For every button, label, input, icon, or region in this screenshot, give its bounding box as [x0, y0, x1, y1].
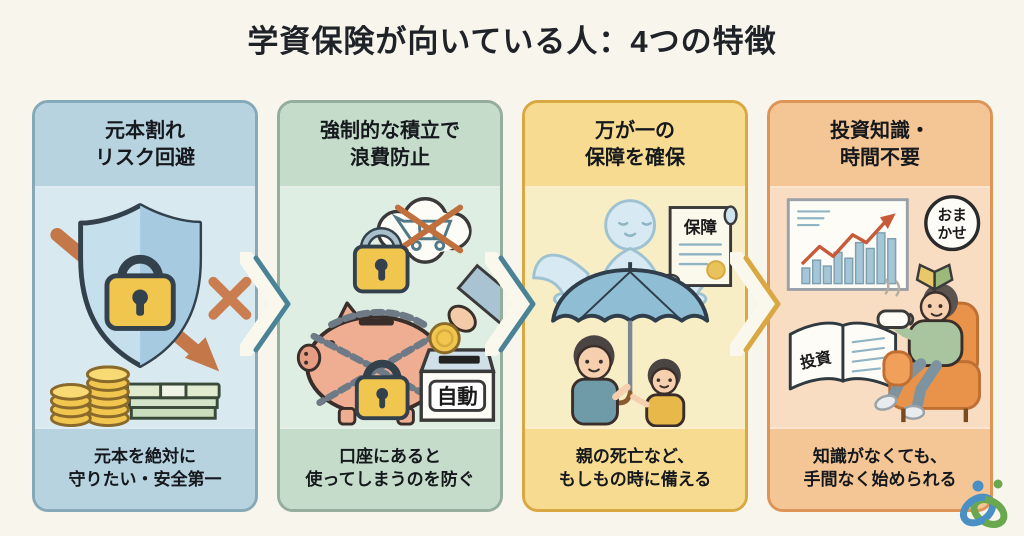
chevron-right-icon — [238, 250, 296, 358]
footer-line: 元本を絶対に — [94, 447, 196, 467]
card-forced-savings-header: 強制的な積立で 浪費防止 — [280, 103, 500, 188]
angel-umbrella-illustration: 保障 — [532, 199, 738, 427]
piggy-bank-illustration: 自動 — [296, 197, 500, 426]
chair-legs — [901, 408, 969, 423]
armchair-armrest — [882, 350, 913, 387]
relaxed-investor-illustration: おま かせ 投資 — [786, 195, 981, 423]
protection-scroll-icon: 保障 — [660, 205, 738, 288]
arrowhead-down — [184, 337, 220, 372]
omakase-badge: おま かせ — [924, 195, 981, 252]
shield-lock-illustration — [49, 203, 252, 427]
boy-figure — [571, 335, 631, 426]
card-no-knowledge-needed: 投資知識・ 時間不要 — [767, 100, 993, 512]
badge-line: かせ — [938, 225, 967, 242]
interlocking-rings-logo-icon — [956, 476, 1012, 534]
header-line: 強制的な積立で — [320, 120, 460, 143]
card-forced-savings-footer: 口座にあると 使ってしまうのを防ぐ — [280, 427, 500, 509]
header-line: 保障を確保 — [585, 146, 685, 169]
chart-board-icon — [786, 198, 909, 291]
padlock-icon — [104, 254, 176, 331]
x-mark-icon — [208, 276, 252, 320]
card-principal-risk-footer: 元本を絶対に 守りたい・安全第一 — [35, 427, 255, 509]
footer-line: 使ってしまうのを防ぐ — [305, 470, 475, 489]
card-no-knowledge-footer: 知識がなくても、 手間なく始められる — [770, 427, 990, 509]
auto-label: 自動 — [437, 385, 478, 409]
header-line: 万が一の — [595, 120, 675, 143]
footer-line: 親の死亡など、 — [575, 447, 695, 467]
angel-face — [618, 221, 652, 238]
header-line: リスク回避 — [95, 146, 195, 169]
girl-figure — [630, 358, 686, 427]
coffee-cup-icon — [876, 278, 915, 329]
book-on-head-right — [933, 263, 954, 292]
footer-line: 守りたい・安全第一 — [68, 470, 222, 489]
coin-stack-icon — [49, 365, 130, 427]
page-title: 学資保険が向いている人：4つの特徴 — [247, 24, 777, 59]
card-principal-risk-header: 元本割れ リスク回避 — [35, 103, 255, 188]
face — [919, 291, 952, 323]
footer-line: 手間なく始められる — [803, 470, 957, 489]
header-line: 元本割れ — [105, 120, 185, 143]
card-principal-risk: 元本割れ リスク回避 — [32, 100, 258, 512]
chevron-right-icon — [728, 250, 786, 358]
card-forced-savings: 強制的な積立で 浪費防止 — [277, 100, 503, 512]
header-line: 浪費防止 — [350, 146, 430, 169]
shoe — [874, 394, 898, 411]
hand-coin-icon — [428, 263, 500, 355]
footer-line: 口座にあると — [339, 447, 441, 467]
card-no-knowledge-header: 投資知識・ 時間不要 — [770, 103, 990, 188]
sweater — [907, 319, 964, 368]
armchair-person — [874, 263, 981, 423]
chevron-right-icon — [483, 250, 541, 358]
steam — [884, 278, 901, 297]
card-protection: 万が一の 保障を確保 保障 — [522, 100, 748, 512]
card-protection-header: 万が一の 保障を確保 — [525, 103, 745, 188]
card-no-knowledge-body: おま かせ 投資 — [770, 188, 990, 427]
book-on-head-left — [915, 263, 936, 292]
card-protection-footer: 親の死亡など、 もしもの時に備える — [525, 427, 745, 509]
investment-book-icon: 投資 — [788, 321, 898, 391]
money-bills-icon — [125, 382, 221, 420]
card-forced-savings-body: 自動 — [280, 188, 500, 427]
shoe — [901, 404, 926, 420]
header-line: 時間不要 — [840, 146, 920, 169]
card-principal-risk-body — [35, 188, 255, 427]
badge-line: おま — [938, 207, 967, 224]
chain-padlock-icon — [354, 359, 410, 421]
deposit-box-icon: 自動 — [418, 348, 496, 422]
footer-line: 知識がなくても、 — [812, 447, 948, 467]
leg — [911, 360, 942, 412]
floating-padlock-icon — [352, 227, 410, 294]
card-protection-body: 保障 — [525, 188, 745, 427]
umbrella-icon — [551, 262, 710, 406]
footer-line: もしもの時に備える — [558, 470, 712, 489]
header-line: 投資知識・ — [830, 120, 930, 143]
scroll-label: 保障 — [683, 217, 718, 237]
